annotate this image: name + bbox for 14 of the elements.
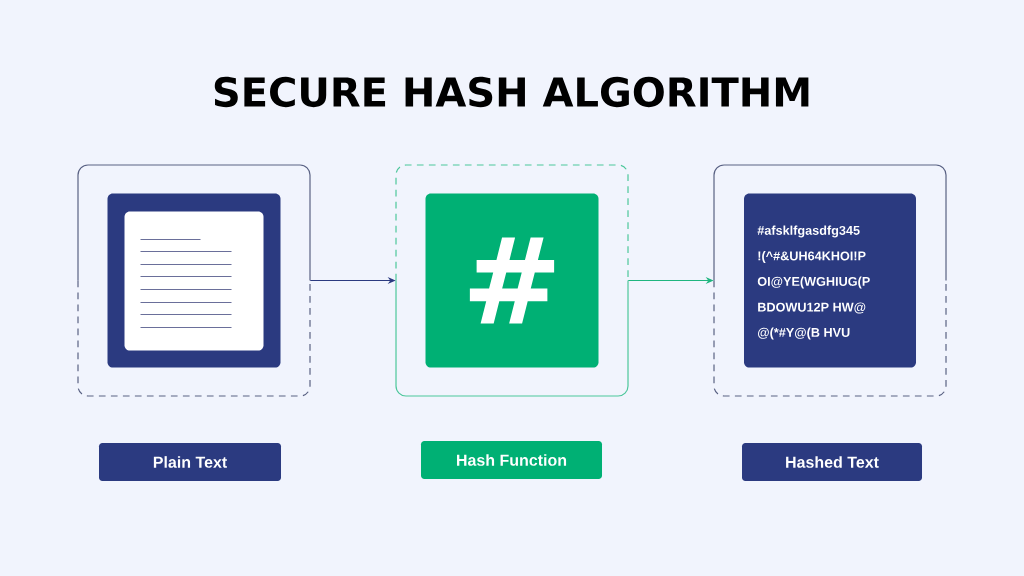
dashed-frame: [77, 164, 311, 397]
hash-line: @(*#Y@(B HVU: [758, 327, 850, 340]
title: SECURE HASH ALGORITHM: [214, 76, 809, 108]
hash-line: OI@YE(WGHIUG(P: [757, 276, 870, 289]
hash-box: #: [425, 193, 599, 368]
label-box: Hashed Text: [742, 443, 922, 481]
dashed-frame: [713, 164, 947, 397]
hash-line: #afsklfgasdfg345: [757, 225, 860, 238]
label-box: Hash Function: [421, 441, 602, 479]
label-box: Plain Text: [99, 443, 281, 481]
dashed-frame: [395, 164, 629, 397]
document-drawing: [107, 193, 281, 368]
hash-line: BDOWU12P HW@: [758, 302, 866, 314]
hash-line: !(^#&UH64KHOI!P: [758, 251, 866, 263]
